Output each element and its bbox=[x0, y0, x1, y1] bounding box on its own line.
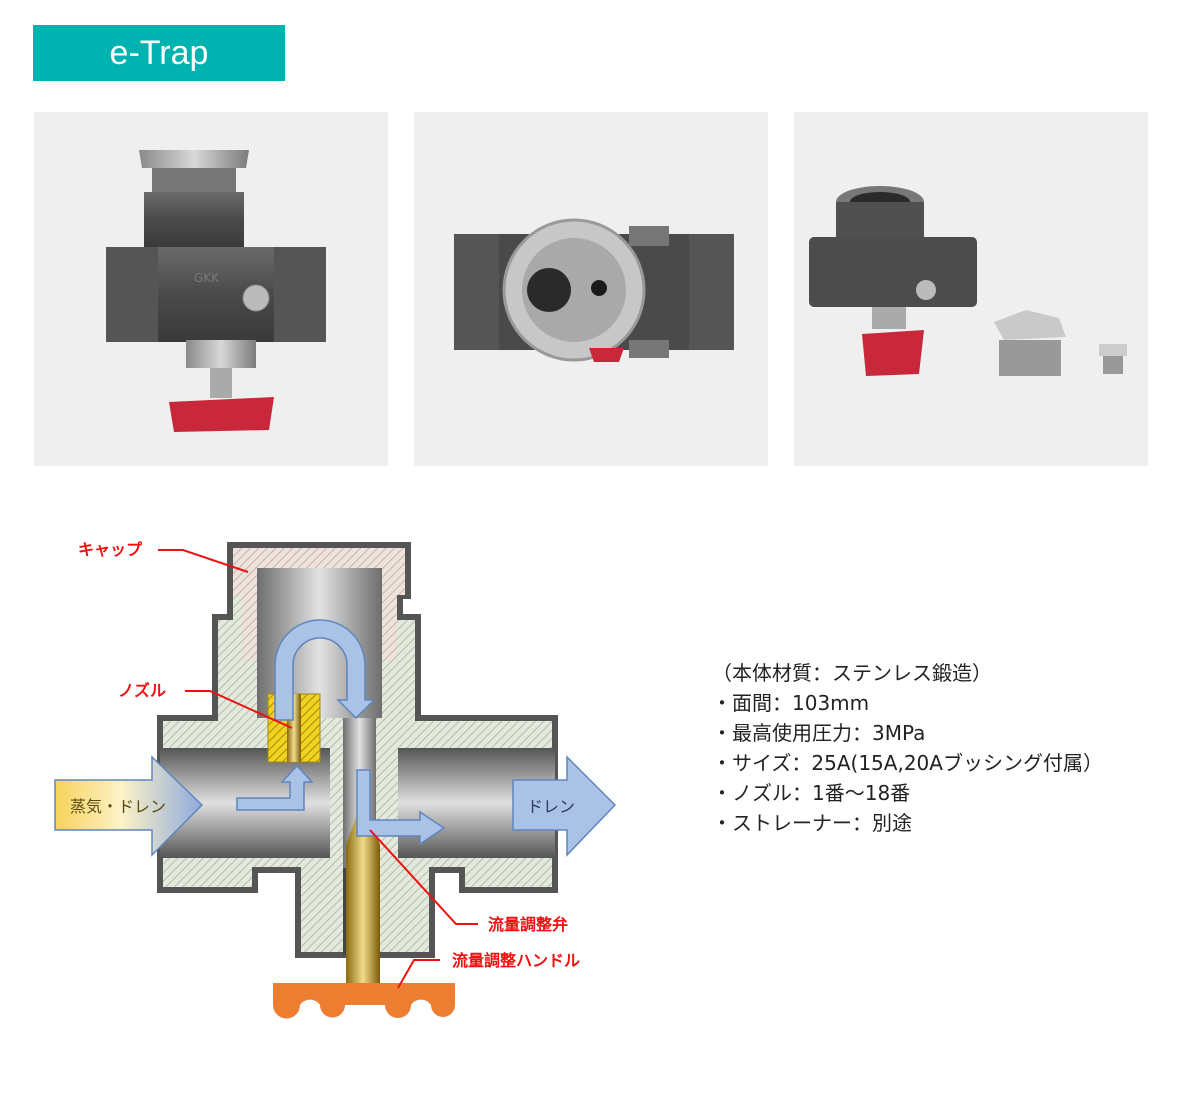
spec-material: （本体材質：ステンレス鍛造） bbox=[712, 661, 992, 685]
label-flow-valve: 流量調整弁 bbox=[488, 915, 568, 934]
flow-handle bbox=[273, 983, 455, 1019]
label-outlet: ドレン bbox=[527, 797, 575, 816]
label-nozzle: ノズル bbox=[118, 681, 166, 700]
inlet-arrow bbox=[54, 755, 204, 857]
spec-face-to-face: ・面間：103mm bbox=[712, 691, 870, 715]
product-photo-parts bbox=[794, 112, 1148, 466]
label-inlet: 蒸気・ドレン bbox=[70, 797, 166, 816]
page-title: e-Trap bbox=[33, 25, 285, 81]
product-photo-front: GKK bbox=[34, 112, 388, 466]
flow-valve-needle bbox=[346, 798, 380, 985]
spec-strainer: ・ストレーナー：別途 bbox=[712, 811, 912, 835]
cross-section-diagram: キャップ ノズル 蒸気・ドレン ドレン 流量調整弁 流量調整ハンドル bbox=[54, 540, 617, 1019]
spec-max-pressure: ・最高使用圧力：3MPa bbox=[712, 721, 926, 745]
spec-nozzle: ・ノズル：1番〜18番 bbox=[712, 781, 911, 805]
spec-size: ・サイズ：25A(15A,20Aブッシング付属） bbox=[712, 751, 1103, 775]
spec-list: （本体材質：ステンレス鍛造） ・面間：103mm ・最高使用圧力：3MPa ・サ… bbox=[712, 658, 1103, 838]
cap bbox=[233, 548, 405, 660]
label-cap: キャップ bbox=[78, 540, 143, 559]
brand-marking: GKK bbox=[194, 271, 220, 285]
label-flow-handle: 流量調整ハンドル bbox=[452, 951, 580, 970]
product-photo-top bbox=[414, 112, 768, 466]
outlet-arrow bbox=[512, 755, 617, 857]
